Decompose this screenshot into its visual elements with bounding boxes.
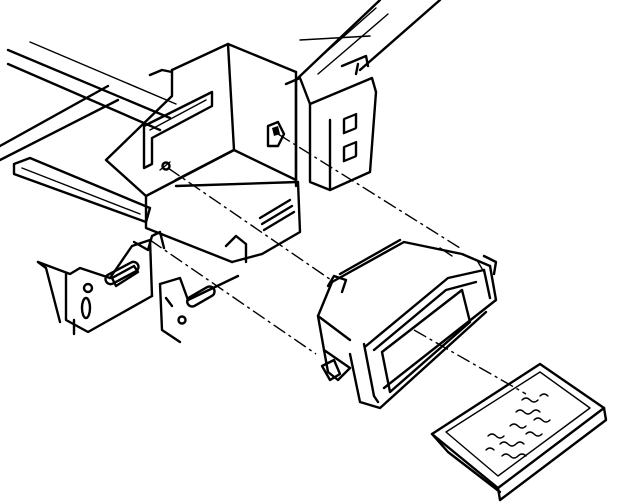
mounting-bracket-left xyxy=(36,230,240,344)
trim-bezel xyxy=(430,362,608,502)
alignment-guide-lines xyxy=(149,133,527,395)
mounting-bracket-right xyxy=(266,54,378,192)
mounting-sleeve xyxy=(316,238,498,410)
dashboard-mounting-frame xyxy=(0,0,442,264)
